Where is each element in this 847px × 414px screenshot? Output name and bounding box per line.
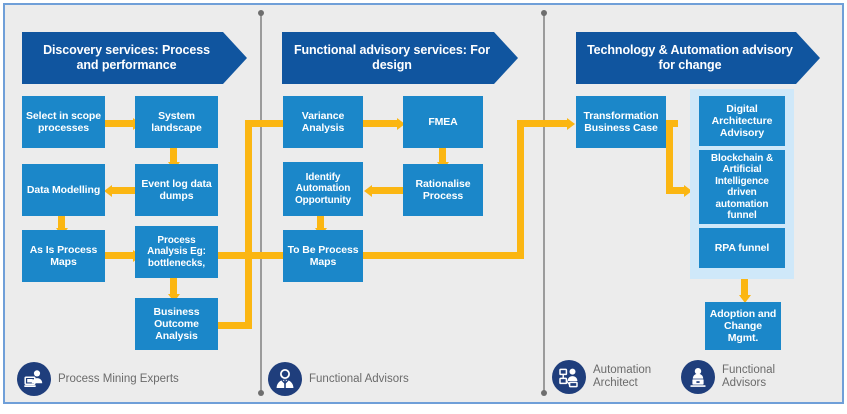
box-blockchain-ai-automation-funnel[interactable]: Blockchain & Artificial Intelligence dri… xyxy=(698,149,786,225)
divider-dot-bottom xyxy=(541,390,547,396)
box-identify-automation-opportunity[interactable]: Identify Automation Opportunity xyxy=(283,162,363,216)
connector-businessoutcome-to-bus xyxy=(207,322,252,329)
arrow-variance-to-fmea xyxy=(397,117,405,130)
box-to-be-process-maps[interactable]: To Be Process Maps xyxy=(283,230,363,282)
arrow-rationalise-to-identify xyxy=(364,184,372,197)
connector-identify-to-tobe xyxy=(317,216,324,230)
role-process-mining-experts: Process Mining Experts xyxy=(17,362,179,396)
connector-transformation-to-group xyxy=(666,120,673,194)
connector-rationalise-to-identify xyxy=(372,187,406,194)
role-label: Automation Architect xyxy=(593,364,652,389)
connector-tobe-to-bus2 xyxy=(363,252,524,259)
role-functional-advisors-1: Functional Advisors xyxy=(268,362,409,396)
connector-vertical-bus-column2 xyxy=(517,120,524,259)
divider-dot-bottom xyxy=(258,390,264,396)
box-select-in-scope-processes[interactable]: Select in scope processes xyxy=(22,96,105,148)
person-network-icon xyxy=(552,360,586,394)
divider-dot-top xyxy=(258,10,264,16)
connector-variance-to-fmea xyxy=(363,120,399,127)
role-label: Functional Advisors xyxy=(722,364,776,389)
connector-select-to-system xyxy=(105,120,135,127)
role-label: Process Mining Experts xyxy=(58,372,179,385)
connector-bus-to-variance xyxy=(245,120,285,127)
box-digital-architecture-advisory[interactable]: Digital Architecture Advisory xyxy=(698,95,786,147)
connector-transformation-elbow xyxy=(666,120,678,127)
box-variance-analysis[interactable]: Variance Analysis xyxy=(283,96,363,148)
box-rpa-funnel[interactable]: RPA funnel xyxy=(698,227,786,269)
box-data-modelling[interactable]: Data Modelling xyxy=(22,164,105,216)
banner-discovery-services: Discovery services: Process and performa… xyxy=(22,32,247,84)
connector-group-to-adoption xyxy=(741,279,748,298)
divider-dot-top xyxy=(541,10,547,16)
automation-solutions-panel: Digital Architecture Advisory Blockchain… xyxy=(690,89,794,279)
column-divider-2 xyxy=(541,10,547,396)
connector-system-to-eventlog xyxy=(170,148,177,164)
box-business-outcome-analysis[interactable]: Business Outcome Analysis xyxy=(135,298,218,350)
connector-bus-to-tobe xyxy=(245,252,285,259)
box-rationalise-process[interactable]: Rationalise Process xyxy=(403,164,483,216)
connector-datamodelling-to-asis xyxy=(58,216,65,230)
box-fmea[interactable]: FMEA xyxy=(403,96,483,148)
connector-processanalysis-to-businessoutcome xyxy=(170,278,177,296)
box-system-landscape[interactable]: System landscape xyxy=(135,96,218,148)
box-transformation-business-case[interactable]: Transformation Business Case xyxy=(576,96,666,148)
arrow-eventlog-to-datamodelling xyxy=(104,184,112,197)
arrow-group-to-adoption xyxy=(738,295,751,303)
connector-vertical-bus-column1 xyxy=(245,120,252,329)
connector-fmea-to-rationalise xyxy=(439,148,446,164)
banner-functional-advisory-services: Functional advisory services: For design xyxy=(282,32,518,84)
connector-group-inlet xyxy=(666,187,686,194)
person-laptop-icon xyxy=(681,360,715,394)
arrow-bus2-to-transformation xyxy=(567,117,575,130)
arrow-group-inlet xyxy=(684,184,692,197)
column-divider-1 xyxy=(258,10,264,396)
connector-bus2-to-transformation xyxy=(517,120,569,127)
box-adoption-and-change-mgmt[interactable]: Adoption and Change Mgmt. xyxy=(705,302,781,350)
banner-technology-automation-advisory: Technology & Automation advisory for cha… xyxy=(576,32,820,84)
connector-eventlog-to-datamodelling xyxy=(112,187,140,194)
person-computer-icon xyxy=(17,362,51,396)
box-process-analysis[interactable]: Process Analysis Eg: bottlenecks, xyxy=(135,226,218,278)
role-functional-advisors-2: Functional Advisors xyxy=(681,360,775,394)
connector-processanalysis-to-bus xyxy=(207,252,252,259)
person-icon xyxy=(268,362,302,396)
role-label: Functional Advisors xyxy=(309,372,409,385)
box-event-log-data-dumps[interactable]: Event log data dumps xyxy=(135,164,218,216)
role-automation-architect: Automation Architect xyxy=(552,360,651,394)
connector-asis-to-processanalysis xyxy=(105,252,135,259)
box-as-is-process-maps[interactable]: As Is Process Maps xyxy=(22,230,105,282)
